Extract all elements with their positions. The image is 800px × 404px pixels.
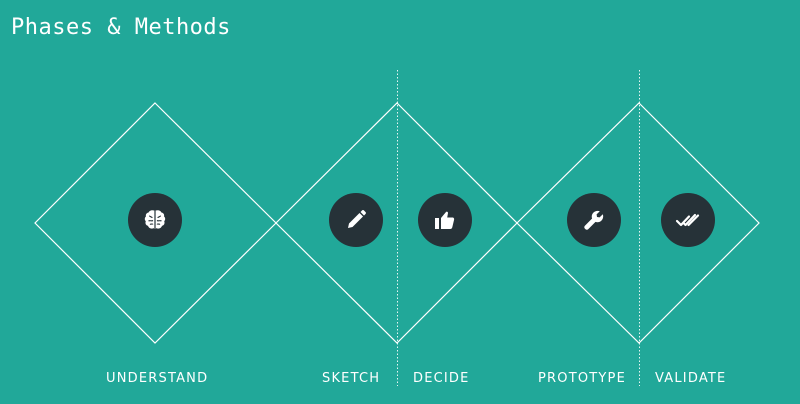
phase-label-prototype: PROTOTYPE [538, 371, 627, 386]
diamond-sketch-decide [275, 102, 518, 344]
diamond-understand [34, 102, 277, 344]
phase-label-sketch: SKETCH [322, 371, 381, 386]
brain-icon [144, 210, 166, 229]
diamond-prototype-validate [516, 102, 760, 344]
phase-label-validate: VALIDATE [655, 371, 727, 386]
phase-icon-decide [418, 193, 472, 247]
phase-icon-understand [128, 193, 182, 247]
phase-label-understand: UNDERSTAND [106, 371, 209, 386]
phase-icon-sketch [329, 193, 383, 247]
thumbs-up-icon [435, 211, 455, 229]
double-check-icon [675, 213, 700, 227]
phase-label-decide: DECIDE [413, 371, 470, 386]
wrench-icon [584, 210, 604, 230]
phase-icon-validate [661, 193, 715, 247]
phase-icon-prototype [567, 193, 621, 247]
pencil-icon [348, 210, 366, 228]
page-title: Phases & Methods [11, 15, 231, 40]
